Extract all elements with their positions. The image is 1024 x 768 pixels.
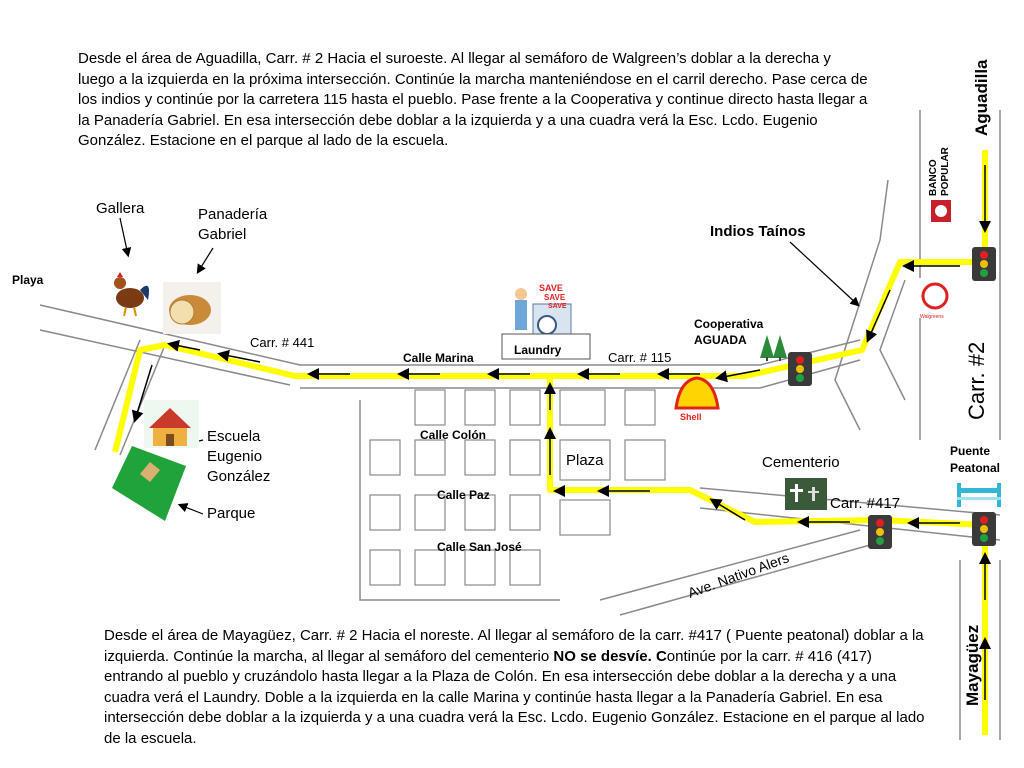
school-icon (144, 400, 199, 448)
puente-peatonal-label-2: Peatonal (950, 461, 1001, 475)
save-label-1: SAVE (539, 283, 563, 293)
calle-paz-label: Calle Paz (437, 488, 490, 502)
baseball-field-icon (112, 446, 186, 521)
laundry-label: Laundry (514, 343, 562, 357)
aguadilla-label: Aguadilla (972, 59, 991, 136)
town-blocks (369, 389, 666, 586)
calle-san-jose-label: Calle San José (437, 540, 522, 554)
directions-warning: NO se desvíe. C (553, 647, 667, 665)
shell-logo-icon (674, 376, 720, 410)
popular-label: POPULAR (940, 147, 951, 196)
escuela-label-1: Escuela (207, 428, 261, 445)
cooperativa-label-1: Cooperativa (694, 317, 764, 331)
directions-from-mayaguez: Desde el área de Mayagüez, Carr. # 2 Hac… (104, 626, 934, 749)
route-from-aguadilla (112, 150, 988, 453)
road-network (39, 110, 1001, 740)
cemetery-icon (785, 478, 827, 510)
playa-label: Playa (12, 273, 44, 287)
save-label-3: SAVE (548, 303, 567, 310)
callout-lines (119, 217, 860, 515)
save-label-2: SAVE (544, 293, 566, 302)
puente-peatonal-label-1: Puente (950, 444, 991, 458)
traffic-light-icon (868, 515, 892, 549)
directions-from-aguadilla: Desde el área de Aguadilla, Carr. # 2 Ha… (78, 50, 868, 149)
panaderia-label-2: Gabriel (198, 226, 247, 243)
gallera-label: Gallera (96, 200, 145, 217)
escuela-label-3: González (207, 468, 271, 485)
direction-arrows (131, 165, 991, 700)
traffic-light-icon (972, 512, 996, 546)
indios-tainos-label: Indios Taínos (710, 223, 806, 240)
ave-nativo-alers-label: Ave. Nativo Alers (686, 549, 791, 600)
traffic-light-icon (788, 352, 812, 386)
rooster-icon (114, 272, 149, 317)
plaza-label: Plaza (566, 452, 604, 469)
cementerio-label: Cementerio (762, 454, 840, 471)
laundry-sign (501, 333, 591, 360)
shell-label: Shell (680, 412, 702, 422)
pine-trees-icon (760, 335, 787, 361)
mayaguez-label: Mayagüez (963, 624, 982, 706)
calle-colon-label: Calle Colón (420, 428, 487, 442)
directions-part-1: Desde el área de Mayagüez, Carr. # 2 Hac… (104, 627, 924, 665)
carr417-label: Carr. #417 (830, 495, 901, 512)
walgreens-label: Walgreens (920, 314, 944, 320)
escuela-label-2: Eugenio (207, 448, 263, 465)
directions-part-2: ontinúe por la carr. # 416 (417) entrand… (104, 647, 925, 747)
carr441-label: Carr. # 441 (250, 335, 315, 350)
carr115-label: Carr. # 115 (608, 350, 672, 365)
calle-marina-label: Calle Marina (403, 351, 474, 365)
bread-icon (163, 282, 221, 334)
parque-label: Parque (207, 505, 256, 522)
pedestrian-bridge-icon (957, 483, 1001, 507)
cooperativa-label-2: AGUADA (694, 333, 747, 347)
banco-popular-logo (931, 200, 951, 222)
carr2-label: Carr. #2 (964, 341, 989, 420)
banco-label: BANCO (928, 159, 939, 196)
traffic-light-icon (972, 247, 996, 281)
panaderia-label-1: Panadería (198, 206, 268, 223)
walgreens-logo (916, 278, 956, 318)
